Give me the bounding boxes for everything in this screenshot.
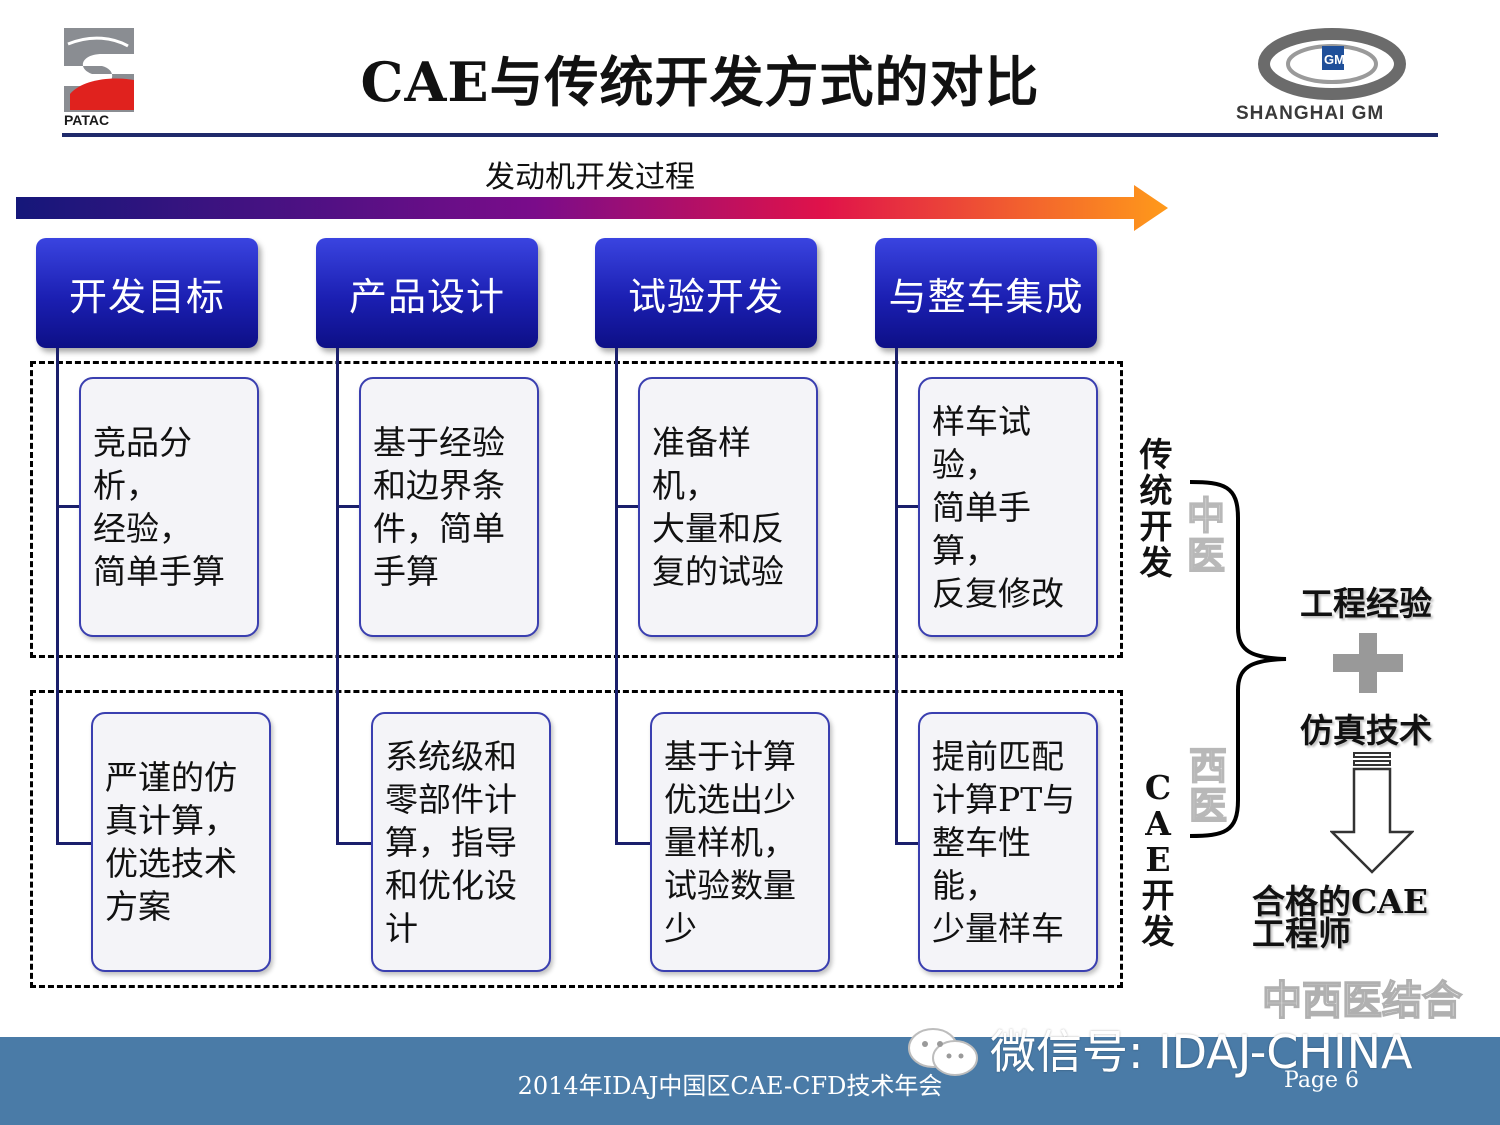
header-rule	[62, 133, 1438, 137]
cae-card-integration: 提前匹配 计算PT与 整车性能， 少量样车	[918, 712, 1098, 972]
traditional-card-test: 准备样机， 大量和反 复的试验	[638, 377, 818, 637]
wechat-id-watermark: 微信号: IDAJ-CHINA	[990, 1025, 1413, 1079]
cae-card-test: 基于计算 优选出少 量样机， 试验数量 少	[650, 712, 830, 972]
western-medicine-label: 西医	[1188, 743, 1228, 828]
traditional-card-design: 基于经验 和边界条 件，简单 手算	[359, 377, 539, 637]
page-title: CAE与传统开发方式的对比	[360, 50, 1040, 114]
shanghai-gm-logo: GM SHANGHAI GM	[1236, 28, 1406, 124]
connector-line	[895, 842, 919, 845]
simulation-tech-text: 仿真技术	[1300, 711, 1432, 750]
stage-development-goal: 开发目标	[36, 238, 258, 348]
connector-line	[615, 348, 618, 842]
qualified-cae-engineer-text: 合格的CAE 工程师	[1252, 882, 1429, 953]
connector-line	[615, 842, 651, 845]
integrated-medicine-text: 中西医结合	[1261, 977, 1463, 1025]
connector-line	[56, 348, 59, 842]
page-number: Page 6	[1284, 1068, 1360, 1093]
stage-test-development: 试验开发	[595, 238, 817, 348]
connector-line	[56, 505, 80, 508]
connector-line	[895, 348, 898, 842]
cae-region	[30, 690, 1123, 988]
cae-card-goal: 严谨的仿 真计算， 优选技术 方案	[91, 712, 271, 972]
traditional-region	[30, 361, 1123, 658]
process-label: 发动机开发过程	[485, 160, 695, 195]
conference-name: 2014年IDAJ中国区CAE-CFD技术年会	[517, 1072, 943, 1100]
chinese-medicine-label: 中医	[1186, 493, 1226, 578]
process-arrow	[16, 185, 1168, 231]
stage-product-design: 产品设计	[316, 238, 538, 348]
traditional-card-goal: 竞品分析， 经验， 简单手算	[79, 377, 259, 637]
connector-line	[336, 505, 360, 508]
bracket-brace	[1190, 480, 1287, 838]
connector-line	[336, 348, 339, 842]
patac-logo: PATAC	[62, 24, 138, 128]
cae-dev-label: CAE开发	[1141, 768, 1175, 951]
traditional-card-integration: 样车试验， 简单手算， 反复修改	[918, 377, 1098, 637]
connector-line	[336, 842, 372, 845]
connector-line	[615, 505, 639, 508]
gm-badge-text: GM	[1324, 52, 1345, 67]
shanghai-gm-text: SHANGHAI GM	[1236, 103, 1384, 124]
cae-card-design: 系统级和 零部件计 算，指导 和优化设 计	[371, 712, 551, 972]
traditional-dev-label: 传统开发	[1139, 435, 1173, 582]
wechat-icon	[908, 1028, 978, 1076]
stage-vehicle-integration: 与整车集成	[875, 238, 1097, 348]
engineering-experience-text: 工程经验	[1300, 584, 1432, 623]
connector-line	[895, 505, 919, 508]
connector-line	[56, 842, 92, 845]
footer-bar	[0, 1037, 1500, 1125]
plus-icon	[1333, 633, 1403, 693]
down-arrow-icon	[1330, 752, 1414, 874]
patac-logo-text: PATAC	[64, 112, 109, 128]
